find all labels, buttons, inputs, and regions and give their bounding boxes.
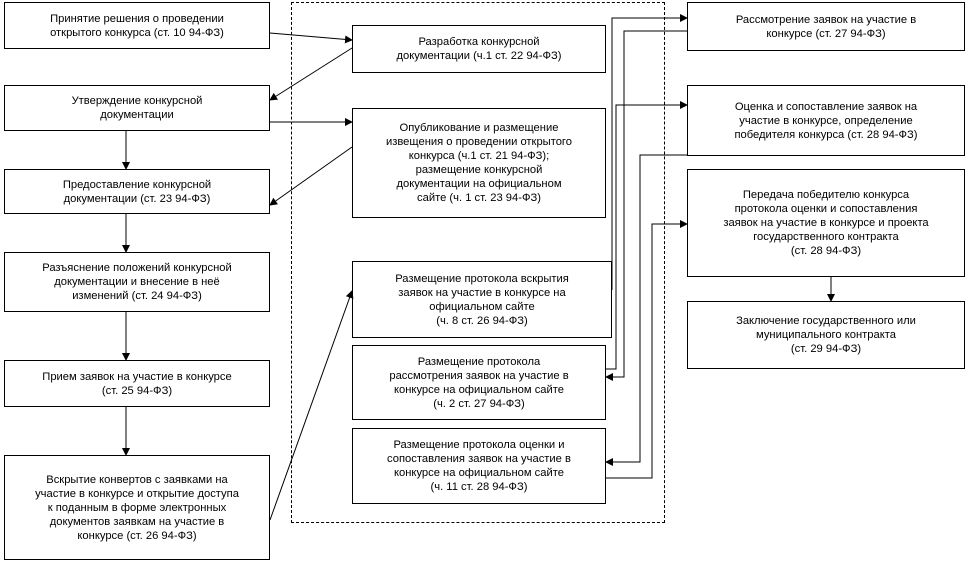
arrow-post-eval-to-transfer (606, 220, 688, 479)
box-develop-documentation: Разработка конкурсной документации (ч.1 … (352, 25, 606, 73)
box-post-review-protocol-text: Размещение протокола рассмотрения заявок… (389, 355, 569, 410)
box-open-envelopes-text: Вскрытие конвертов с заявками на участие… (35, 473, 239, 542)
box-transfer-protocol-winner: Передача победителю конкурса протокола о… (687, 169, 965, 277)
box-post-opening-protocol: Размещение протокола вскрытия заявок на … (352, 261, 612, 338)
arrow-decision-to-develop (269, 32, 353, 44)
box-receive-applications: Прием заявок на участие в конкурсе (ст. … (4, 360, 270, 407)
box-transfer-protocol-winner-text: Передача победителю конкурса протокола о… (723, 189, 929, 257)
box-open-envelopes: Вскрытие конвертов с заявками на участие… (4, 455, 270, 560)
box-conclude-contract-text: Заключение государственного или муниципа… (736, 315, 916, 355)
box-approve-documentation: Утверждение конкурсной документации (4, 85, 270, 131)
box-post-review-protocol: Размещение протокола рассмотрения заявок… (352, 345, 606, 420)
box-post-evaluation-protocol-text: Размещение протокола оценки и сопоставле… (387, 439, 571, 493)
arrow-post-review-to-evaluate (606, 101, 688, 370)
box-post-opening-protocol-text: Размещение протокола вскрытия заявок на … (395, 272, 569, 327)
arrow-develop-to-approve (269, 47, 353, 101)
publication-group-frame (291, 2, 665, 523)
box-conclude-contract: Заключение государственного или муниципа… (687, 301, 965, 369)
box-decision-open-tender: Принятие решения о проведении открытого … (4, 2, 270, 49)
arrow-evaluate-to-post-eval (605, 154, 687, 466)
arrow-review-to-post-review (605, 30, 687, 381)
box-decision-open-tender-text: Принятие решения о проведении открытого … (50, 12, 224, 39)
box-receive-applications-text: Прием заявок на участие в конкурсе (ст. … (42, 370, 232, 397)
box-develop-documentation-text: Разработка конкурсной документации (ч.1 … (396, 36, 562, 62)
box-approve-documentation-text: Утверждение конкурсной документации (71, 95, 203, 121)
arrow-open-to-post-protocol (269, 290, 354, 521)
box-publish-notice-text: Опубликование и размещение извещения о п… (385, 122, 572, 204)
box-review-applications: Рассмотрение заявок на участие в конкурс… (687, 2, 965, 51)
box-post-evaluation-protocol: Размещение протокола оценки и сопоставле… (352, 428, 606, 504)
arrow-opening-protocol-to-review (611, 14, 688, 290)
box-clarification-changes: Разъяснение положений конкурсной докумен… (4, 252, 270, 312)
box-clarification-changes-text: Разъяснение положений конкурсной докумен… (42, 262, 232, 302)
arrow-publish-to-provide (269, 146, 353, 206)
box-provide-documentation-text: Предоставление конкурсной документации (… (62, 178, 212, 205)
box-evaluate-applications: Оценка и сопоставление заявок на участие… (687, 85, 965, 156)
box-evaluate-applications-text: Оценка и сопоставление заявок на участие… (734, 100, 918, 141)
box-provide-documentation: Предоставление конкурсной документации (… (4, 169, 270, 214)
box-publish-notice: Опубликование и размещение извещения о п… (352, 108, 606, 218)
box-review-applications-text: Рассмотрение заявок на участие в конкурс… (735, 13, 917, 40)
